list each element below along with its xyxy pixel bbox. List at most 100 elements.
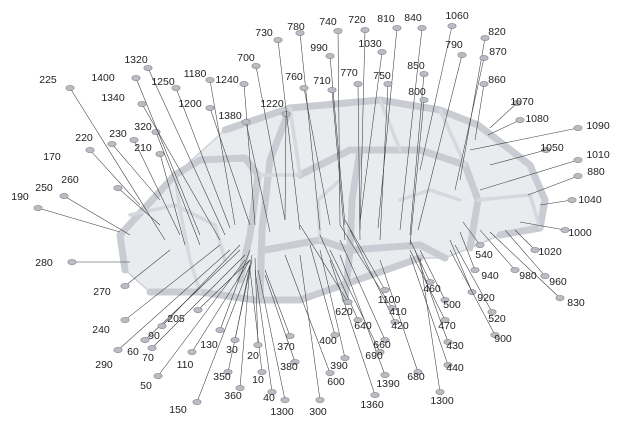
callout-label: 420	[391, 320, 409, 332]
part-icon	[380, 372, 390, 378]
callout-label: 270	[93, 286, 111, 298]
leader-line	[243, 83, 256, 226]
leader-line	[504, 229, 546, 277]
callout-label: 60	[127, 346, 139, 358]
leader-line	[196, 264, 251, 403]
leader-line	[379, 83, 389, 241]
callout-label: 810	[377, 13, 395, 25]
leader-line	[337, 30, 341, 226]
leader-line	[339, 224, 393, 309]
leader-line	[117, 249, 231, 351]
callout-label: 1030	[358, 38, 382, 50]
part-icon	[140, 337, 150, 343]
callout-label: 760	[285, 71, 303, 83]
callout: 220	[75, 132, 161, 201]
leader-line	[417, 54, 463, 231]
callout-label: 960	[549, 276, 567, 288]
part-icon	[120, 283, 130, 289]
part-icon	[171, 85, 181, 91]
callout: 390	[319, 249, 350, 372]
callout-label: 1300	[270, 406, 294, 418]
leader-line	[284, 254, 331, 374]
callout: 830	[489, 231, 585, 309]
leader-line	[161, 244, 241, 327]
callout-label: 380	[280, 361, 298, 373]
leader-line	[257, 269, 286, 401]
part-icon	[390, 319, 400, 325]
callout-label: 210	[134, 142, 152, 154]
callout: 600	[284, 254, 345, 388]
leader-line	[197, 259, 251, 311]
part-icon	[419, 71, 429, 77]
part-icon	[285, 333, 295, 339]
callout-layer: 1060820870860107010801090105010108801040…	[11, 10, 610, 418]
leader-line	[489, 231, 561, 299]
part-icon	[440, 297, 450, 303]
part-icon	[325, 370, 335, 376]
part-icon	[153, 373, 163, 379]
callout: 1050	[489, 142, 564, 166]
part-icon	[253, 342, 263, 348]
callout: 1030	[358, 38, 387, 223]
callout: 760	[285, 71, 331, 226]
part-icon	[251, 63, 261, 69]
callout: 690	[329, 249, 385, 362]
callout-label: 250	[35, 182, 53, 194]
callout: 1300	[419, 257, 454, 407]
leader-line	[37, 207, 121, 233]
part-icon	[387, 305, 397, 311]
leader-line	[264, 269, 291, 337]
callout: 1010	[479, 149, 610, 191]
callout: 960	[504, 229, 567, 288]
callout: 1300	[257, 269, 294, 418]
leader-line	[69, 87, 166, 241]
callout-label: 460	[423, 283, 441, 295]
callout-label: 1380	[218, 110, 242, 122]
leader-line	[309, 244, 336, 336]
callout: 110	[177, 259, 251, 371]
callout-label: 1390	[376, 378, 400, 390]
callout-label: 20	[247, 350, 259, 362]
leader-line	[239, 264, 251, 389]
callout-label: 740	[319, 16, 337, 28]
leader-line	[357, 83, 361, 241]
callout: 40	[254, 269, 277, 404]
part-icon	[440, 317, 450, 323]
callout-label: 1100	[378, 294, 401, 306]
callout: 210	[134, 142, 186, 246]
leader-line	[124, 249, 171, 287]
callout: 1400	[91, 72, 201, 236]
callout: 620	[299, 224, 353, 318]
callout-label: 260	[61, 174, 79, 186]
leader-line	[419, 257, 441, 393]
leader-line	[303, 87, 331, 226]
leader-line	[264, 274, 296, 363]
callout: 660	[339, 239, 391, 351]
callout: 990	[310, 42, 346, 226]
callout-label: 440	[446, 362, 464, 374]
part-icon	[360, 27, 370, 33]
leader-line	[454, 244, 493, 313]
leader-line	[409, 254, 449, 366]
part-icon	[187, 349, 197, 355]
leader-line	[219, 249, 251, 331]
callout: 320	[134, 121, 201, 246]
callout-label: 225	[39, 74, 57, 86]
leader-line	[527, 175, 579, 196]
part-icon	[192, 399, 202, 405]
part-icon	[475, 242, 485, 248]
callout: 410	[339, 224, 407, 318]
callout-label: 730	[255, 27, 273, 39]
leader-line	[209, 107, 251, 226]
part-icon	[515, 117, 525, 123]
part-icon	[147, 345, 157, 351]
leader-line	[479, 159, 579, 191]
part-icon	[457, 52, 467, 58]
callout: 540	[462, 221, 493, 261]
leader-line	[159, 153, 186, 246]
part-icon	[573, 157, 583, 163]
callout-label: 390	[330, 360, 348, 372]
leader-line	[155, 131, 201, 246]
part-icon	[392, 25, 402, 31]
